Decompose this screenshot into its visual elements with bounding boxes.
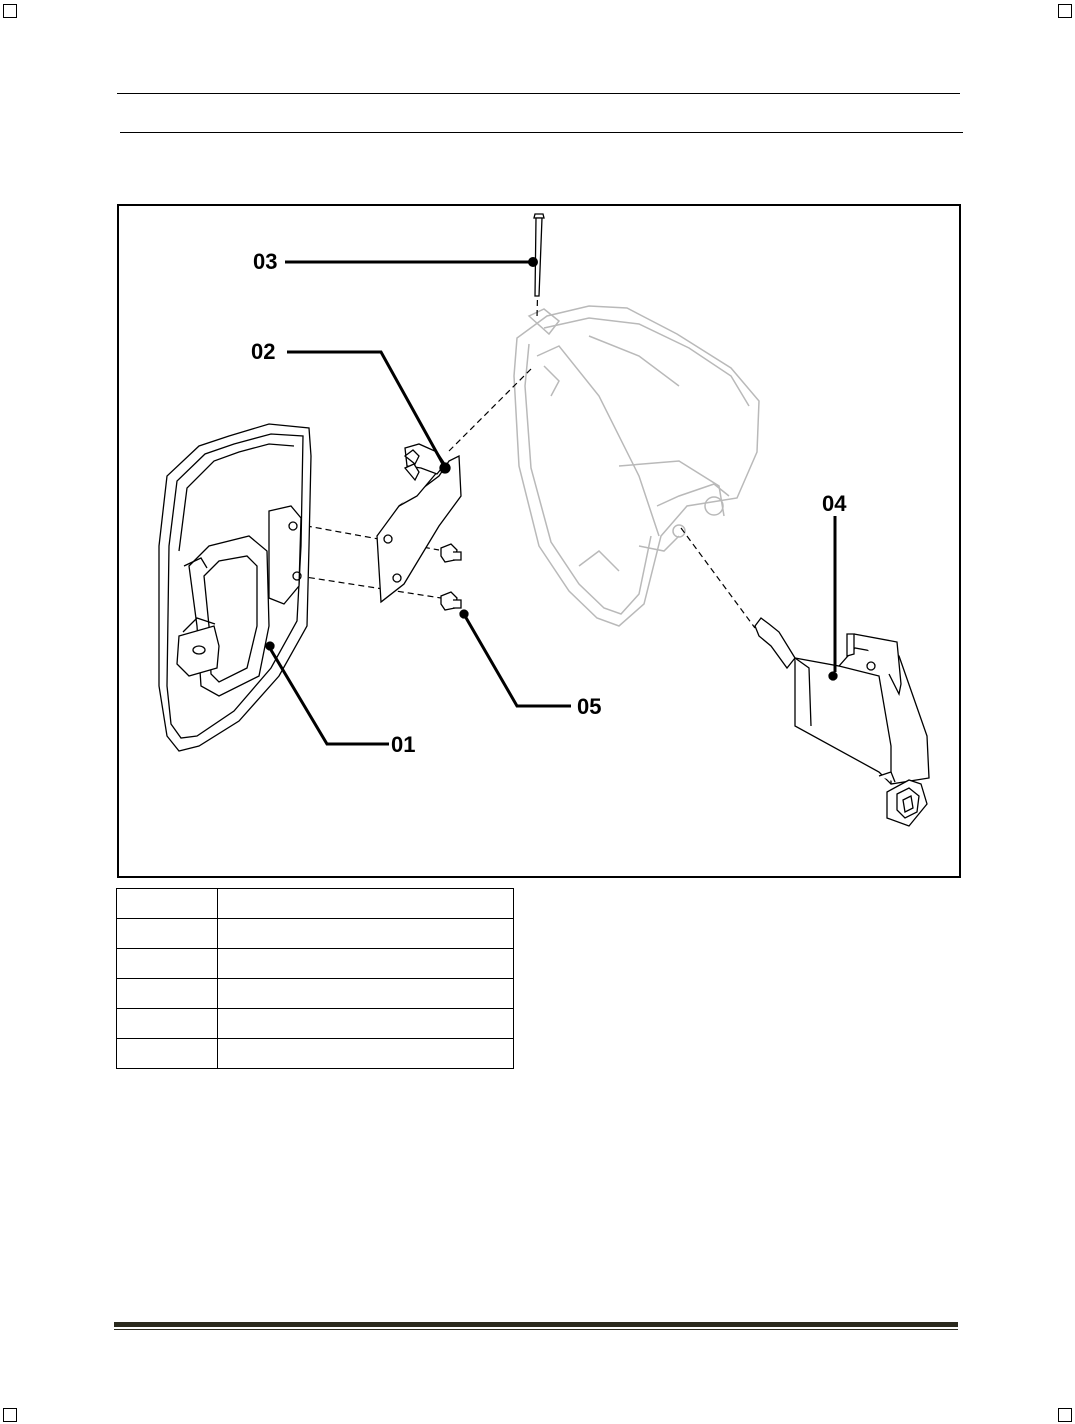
part-description-cell xyxy=(217,978,514,1009)
footer-rule-thin xyxy=(114,1329,958,1330)
callout-leaders xyxy=(269,260,837,746)
crop-mark-bottom-right xyxy=(1058,1408,1072,1422)
housing-ghost xyxy=(513,305,760,627)
part-description-cell xyxy=(217,1008,514,1039)
exploded-view-drawing: 03 02 04 05 01 xyxy=(158,213,930,827)
table-row xyxy=(116,978,514,1009)
hinge-bracket-part xyxy=(376,443,462,604)
exploded-view-figure: 03 02 04 05 01 xyxy=(117,204,961,878)
table-row xyxy=(116,888,514,919)
callout-01: 01 xyxy=(391,732,415,757)
crop-mark-top-left xyxy=(3,4,17,18)
parts-table xyxy=(116,888,514,1069)
callout-04: 04 xyxy=(822,491,847,516)
part-description-cell xyxy=(217,948,514,979)
crop-mark-top-right xyxy=(1058,4,1072,18)
header-rule-bottom xyxy=(120,132,963,133)
crop-mark-bottom-left xyxy=(3,1408,17,1422)
footer-rule-thick xyxy=(114,1322,958,1327)
part-description-cell xyxy=(217,888,514,919)
callout-dots xyxy=(528,257,538,267)
table-row xyxy=(116,948,514,979)
screw-parts xyxy=(440,543,469,619)
callout-03: 03 xyxy=(253,249,277,274)
part-number-cell xyxy=(116,948,218,979)
part-number-cell xyxy=(116,888,218,919)
part-number-cell xyxy=(116,978,218,1009)
part-number-cell xyxy=(116,1038,218,1069)
callout-02: 02 xyxy=(251,339,275,364)
part-description-cell xyxy=(217,918,514,949)
table-row xyxy=(116,918,514,949)
table-row xyxy=(116,1008,514,1039)
assembly-leaders xyxy=(295,229,756,629)
part-number-cell xyxy=(116,1008,218,1039)
table-row xyxy=(116,1038,514,1069)
callout-05: 05 xyxy=(577,694,601,719)
pin-part xyxy=(533,213,545,297)
part-description-cell xyxy=(217,1038,514,1069)
cover-part xyxy=(158,423,312,752)
header-rule-top xyxy=(117,93,960,94)
part-number-cell xyxy=(116,918,218,949)
actuator-part xyxy=(754,617,930,827)
